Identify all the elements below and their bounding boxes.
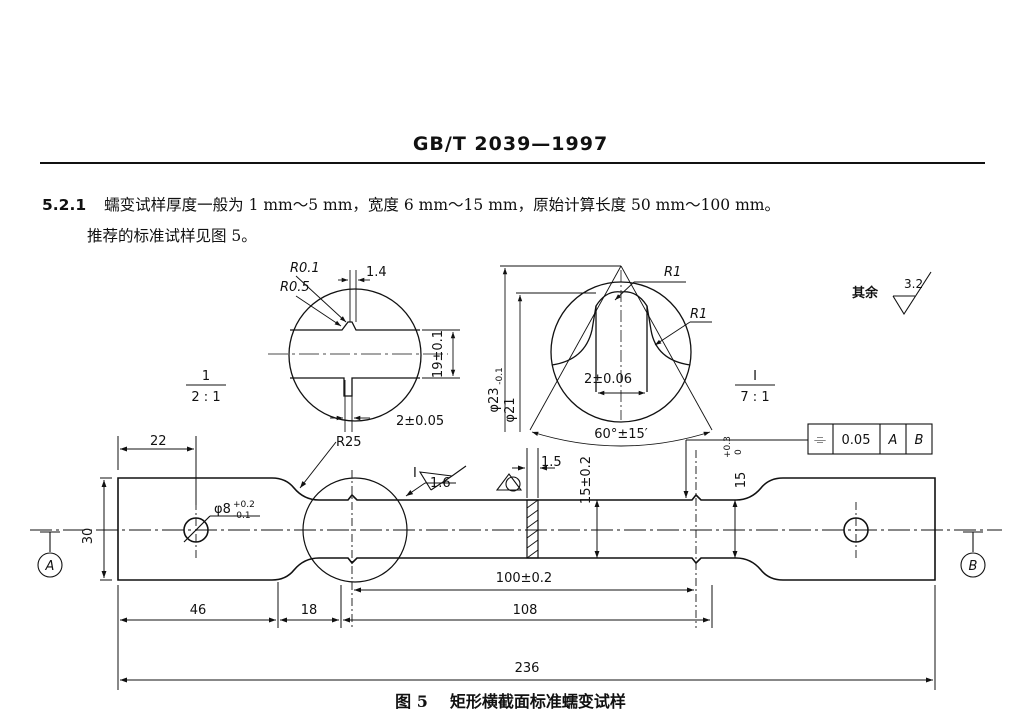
tolerance-frame (807, 423, 933, 455)
right-r1b: R1 (690, 307, 707, 322)
detail-right-view (500, 265, 775, 447)
roughness-other-label: 其余 (852, 285, 879, 301)
section-indicator-icon (495, 473, 523, 492)
dim-18: 18 (301, 603, 318, 618)
section-text-1: 蠕变试样厚度一般为 1 mm～5 mm，宽度 6 mm～15 mm，原始计算长度… (104, 196, 780, 214)
left-w14: 1.4 (366, 265, 387, 280)
dim-236: 236 (515, 661, 540, 676)
standard-header: GB/T 2039—1997 (412, 133, 609, 155)
tol-value: 0.05 (842, 433, 871, 448)
hole-tol-low: -0.1 (233, 511, 251, 521)
right-r1a: R1 (664, 265, 681, 280)
datum-a-label: A (45, 559, 55, 574)
roughness-other-icon (892, 271, 932, 316)
right-w2: 2±0.06 (584, 372, 632, 387)
dim-15-right-tol-low: 0 (734, 449, 744, 455)
right-scale-num: I (753, 369, 757, 384)
right-d23-tol: -0.1 (495, 367, 505, 385)
right-d23: φ23 (487, 387, 502, 412)
detail-left-view (186, 270, 460, 432)
left-r01: R0.1 (290, 261, 320, 276)
dim-r25: R25 (336, 435, 362, 450)
tol-datum-a: A (888, 433, 898, 448)
left-scale-den: 2 : 1 (191, 390, 220, 405)
dim-15-right: 15 (734, 472, 749, 489)
hole-tol-up: +0.2 (233, 500, 255, 510)
dim-1-5: 1.5 (541, 455, 562, 470)
dim-30: 30 (81, 528, 96, 545)
dim-108: 108 (513, 603, 538, 618)
roughness-symbol (418, 465, 467, 491)
dim-15-right-tol-up: +0.3 (723, 436, 733, 458)
figure-caption: 图 5 矩形横截面标准蠕变试样 (0, 688, 1021, 712)
section-paragraph: 5.2.1 蠕变试样厚度一般为 1 mm～5 mm，宽度 6 mm～15 mm，原… (42, 190, 780, 252)
dim-22: 22 (150, 434, 167, 449)
datum-b-circle (960, 552, 986, 578)
left-r05: R0.5 (280, 280, 310, 295)
left-h19: 19±0.1 (431, 330, 446, 378)
detail-mark-I: I (413, 466, 417, 481)
tol-symbol: ⌯ (814, 430, 826, 448)
datum-b-label: B (969, 559, 978, 574)
paragraph-line-2: 推荐的标准试样见图 5。 (87, 227, 257, 245)
caption-label: 图 5 (395, 692, 428, 711)
hole-dim: φ8 (214, 502, 231, 517)
left-scale-num: 1 (202, 369, 210, 384)
left-w2: 2±0.05 (396, 414, 444, 429)
roughness-other-value: 3.2 (904, 277, 923, 291)
paragraph-line-1: 5.2.1 蠕变试样厚度一般为 1 mm～5 mm，宽度 6 mm～15 mm，原… (42, 190, 780, 221)
header-rule (40, 162, 985, 164)
dim-100: 100±0.2 (496, 571, 552, 586)
caption-text: 矩形横截面标准蠕变试样 (449, 692, 626, 711)
section-number: 5.2.1 (42, 196, 87, 214)
dim-46: 46 (190, 603, 207, 618)
tol-datum-b: B (915, 433, 924, 448)
right-angle: 60°±15′ (594, 427, 647, 442)
right-d21: φ21 (503, 397, 518, 422)
datum-a-circle (37, 552, 63, 578)
cross-section-hatch (526, 499, 539, 559)
specimen-outline (117, 477, 936, 581)
right-scale-den: 7 : 1 (740, 390, 769, 405)
dim-15-0-2: 15±0.2 (579, 456, 594, 504)
roughness-1-6: 1.6 (430, 476, 451, 491)
